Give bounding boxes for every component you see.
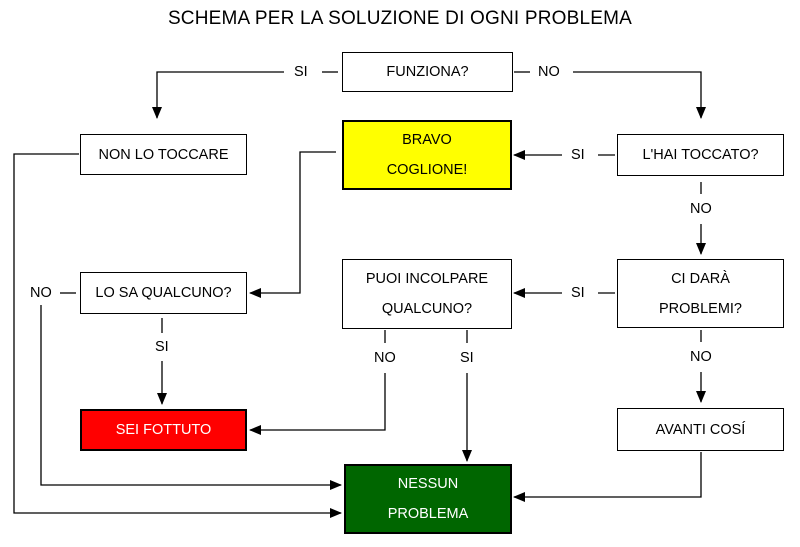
- label-problemi-si: SI: [569, 285, 587, 301]
- node-hai-toccato: L'HAI TOCCATO?: [617, 134, 784, 176]
- edge-funziona-si-arrow: [152, 71, 284, 119]
- label-losa-si: SI: [153, 339, 171, 355]
- edge-funziona-no-arrow: [573, 71, 706, 119]
- node-nessun-problema: NESSUN PROBLEMA: [344, 464, 512, 534]
- node-funziona: FUNZIONA?: [342, 52, 513, 92]
- edge-bravo-losa: [249, 151, 336, 298]
- label-toccato-no: NO: [688, 201, 714, 217]
- label-incolpare-si: SI: [458, 350, 476, 366]
- node-non-lo-toccare: NON LO TOCCARE: [80, 134, 247, 175]
- label-toccato-si: SI: [569, 147, 587, 163]
- diagram-title: SCHEMA PER LA SOLUZIONE DI OGNI PROBLEMA: [167, 8, 633, 29]
- edge-losa-no-arrow: [40, 305, 342, 490]
- node-puoi-incolpare: PUOI INCOLPARE QUALCUNO?: [342, 259, 512, 329]
- node-sei-fottuto: SEI FOTTUTO: [80, 409, 247, 451]
- label-funziona-si: SI: [292, 64, 310, 80]
- node-avanti-cosi: AVANTI COSÍ: [617, 408, 784, 451]
- node-ci-dara-problemi: CI DARÀ PROBLEMI?: [617, 259, 784, 328]
- edge-nontoccare-nessun: [13, 153, 342, 518]
- label-problemi-no: NO: [688, 349, 714, 365]
- label-incolpare-no: NO: [372, 350, 398, 366]
- node-bravo-coglione: BRAVO COGLIONE!: [342, 120, 512, 190]
- node-lo-sa-qualcuno: LO SA QUALCUNO?: [80, 272, 247, 314]
- edge-avanti-nessun: [513, 452, 702, 502]
- label-funziona-no: NO: [536, 64, 562, 80]
- label-losa-no: NO: [28, 285, 54, 301]
- edge-incolpare-no-arrow: [249, 373, 386, 435]
